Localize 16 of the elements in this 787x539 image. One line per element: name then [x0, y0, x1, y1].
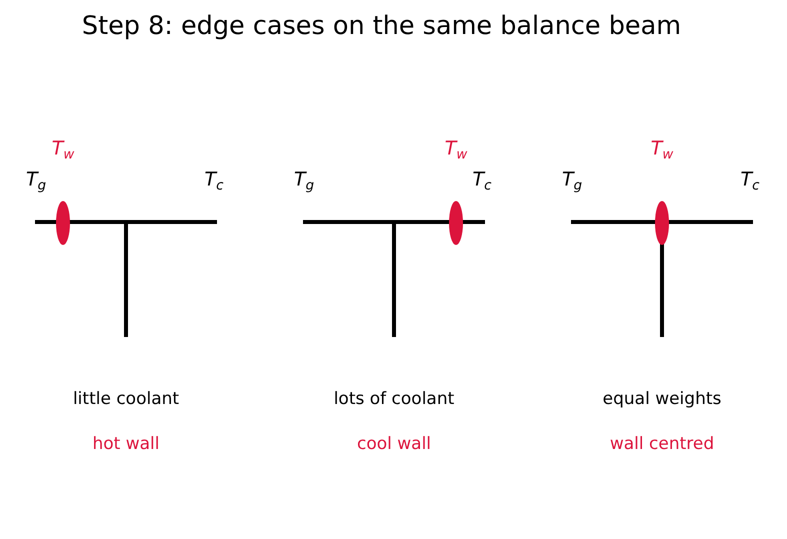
coolant-temperature-label: T$_{c}$	[740, 168, 760, 192]
case-label: equal weights	[602, 388, 722, 410]
wall-temperature-label: T$_{w}$	[650, 138, 674, 160]
coolant-temperature-label: T$_{c}$	[472, 168, 492, 192]
gas-temperature-label: T$_{g}$	[26, 168, 46, 192]
coolant-temperature-label: T$_{c}$	[204, 168, 224, 192]
wall-temperature-label: T$_{w}$	[52, 138, 74, 160]
result-label: wall centred	[610, 434, 714, 454]
case-label: lots of coolant	[334, 388, 454, 410]
wall-temperature-label: T$_{w}$	[444, 138, 468, 160]
result-label: hot wall	[92, 434, 160, 454]
gas-temperature-label: T$_{g}$	[562, 168, 582, 192]
diagram-title: Step 8: edge cases on the same balance beam	[80, 10, 682, 42]
gas-temperature-label: T$_{g}$	[294, 168, 314, 192]
result-label: cool wall	[356, 434, 432, 454]
case-label: little coolant	[72, 388, 180, 410]
